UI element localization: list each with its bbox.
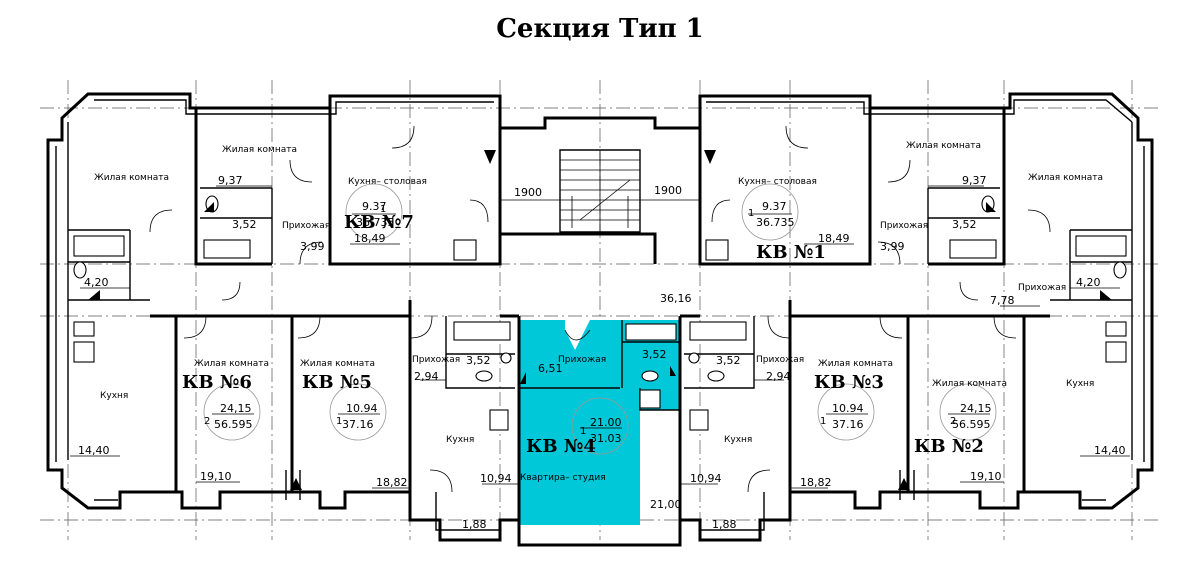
- apartment-label-kv1: КВ №1: [756, 242, 826, 263]
- room-label-living: Жилая комната: [94, 173, 169, 183]
- kv2-living-area: 24,15: [960, 402, 992, 415]
- kv4-main-size: 21,00: [650, 498, 682, 511]
- apartment-labels: КВ №7 КВ №1 КВ №6 КВ №5 КВ №4 КВ №3 КВ №…: [182, 212, 984, 457]
- room-area-numbers: 9,37 3,52 18,49 3,99 1900 1900 9,37 3,52…: [78, 174, 1126, 531]
- kv1-rooms-count: 1: [748, 208, 754, 219]
- apartment-label-kv6: КВ №6: [182, 372, 252, 393]
- room-label-kitchen: Кухня: [446, 435, 474, 445]
- kv6-balcony-size: 1,88: [462, 518, 487, 531]
- kv2-kitchen-size: 14,40: [1094, 444, 1126, 457]
- corridor-size: 36,16: [660, 292, 692, 305]
- kv7-kitchen-size: 18,49: [354, 232, 386, 245]
- room-label-kitchen-dining: Кухня– столовая: [738, 177, 817, 187]
- apartment-label-kv3: КВ №3: [814, 372, 884, 393]
- kv5-hall-size: 2,94: [414, 370, 439, 383]
- room-label-hall: Прихожая: [756, 355, 804, 365]
- kv2-balcony-size: 1,88: [712, 518, 737, 531]
- kv1-living-area: 9.37: [762, 200, 787, 213]
- kv1-total-area: 36.735: [756, 216, 795, 229]
- kv5-bath-size: 3,52: [466, 354, 491, 367]
- kv2-total-area: 56.595: [952, 418, 991, 431]
- kv7-bath-size: 3,52: [232, 218, 257, 231]
- room-label-hall: Прихожая: [412, 355, 460, 365]
- kv5-kitchen-size: 10,94: [480, 472, 512, 485]
- apartment-label-kv7: КВ №7: [344, 212, 414, 233]
- kv3-bath-size: 3,52: [716, 354, 741, 367]
- kv4-total-area: 31.03: [590, 432, 622, 445]
- kv7-total-area: 36.735: [356, 216, 395, 229]
- room-labels: Жилая комната Жилая комната Кухня– столо…: [94, 141, 1103, 483]
- kv4-rooms-count: 1: [580, 426, 586, 437]
- left-bath-size: 4,20: [84, 276, 109, 289]
- kv1-living-size: 9,37: [962, 174, 987, 187]
- kv7-living-size: 9,37: [218, 174, 243, 187]
- kv1-hall-size: 3,99: [880, 240, 905, 253]
- kv3-total-area: 37.16: [832, 418, 864, 431]
- kv6-living-area: 24,15: [220, 402, 252, 415]
- room-label-living: Жилая комната: [300, 359, 375, 369]
- room-label-living: Жилая комната: [818, 359, 893, 369]
- kv3-hall-size: 2,94: [766, 370, 791, 383]
- kv4-hall-size: 6,51: [538, 362, 563, 375]
- room-label-kitchen: Кухня: [724, 435, 752, 445]
- kv6-living-size: 19,10: [200, 470, 232, 483]
- kv1-kitchen-size: 18,49: [818, 232, 850, 245]
- room-label-living: Жилая комната: [906, 141, 981, 151]
- dimension-lines: [70, 185, 1130, 531]
- room-label-kitchen: Кухня: [1066, 379, 1094, 389]
- kv6-rooms-count: 2: [204, 416, 210, 427]
- kv5-living-area: 10.94: [346, 402, 378, 415]
- doors: [149, 125, 1051, 493]
- stair-right-dimension: 1900: [654, 184, 682, 197]
- kv4-highlight[interactable]: [519, 320, 680, 525]
- room-label-living: Жилая комната: [222, 145, 297, 155]
- kv6-kitchen-size: 14,40: [78, 444, 110, 457]
- kv3-living-size: 18,82: [800, 476, 832, 489]
- room-label-hall: Прихожая: [880, 221, 928, 231]
- kv5-living-size: 18,82: [376, 476, 408, 489]
- room-label-kitchen: Кухня: [100, 391, 128, 401]
- stair-left-dimension: 1900: [514, 186, 542, 199]
- kv4-living-area: 21.00: [590, 416, 622, 429]
- kv7-hall-size: 3,99: [300, 240, 325, 253]
- room-label-living: Жилая комната: [194, 359, 269, 369]
- right-bath-size: 4,20: [1076, 276, 1101, 289]
- outer-walls: [46, 92, 1154, 547]
- apartment-label-kv4: КВ №4: [526, 436, 596, 457]
- room-label-living: Жилая комната: [1028, 173, 1103, 183]
- kv6-total-area: 56.595: [214, 418, 253, 431]
- room-label-kitchen-dining: Кухня– столовая: [348, 177, 427, 187]
- plan-title: Секция Тип 1: [496, 14, 704, 44]
- room-label-living: Жилая комната: [932, 379, 1007, 389]
- room-label-hall: Прихожая: [1018, 283, 1066, 293]
- kv1-bath-size: 3,52: [952, 218, 977, 231]
- fixtures: [73, 150, 1127, 490]
- apartment-label-kv2: КВ №2: [914, 436, 984, 457]
- kv5-rooms-count: 1: [336, 416, 342, 427]
- area-circles: [203, 183, 997, 455]
- room-label-studio: Квартира– студия: [520, 473, 606, 483]
- apartment-label-kv5: КВ №5: [302, 372, 372, 393]
- kv7-rooms-count: 1: [380, 204, 386, 215]
- right-hall-size: 7,78: [990, 294, 1015, 307]
- kv3-rooms-count: 1: [820, 416, 826, 427]
- kv2-living-size: 19,10: [970, 470, 1002, 483]
- kv2-rooms-count: 2: [950, 416, 956, 427]
- room-label-hall: Прихожая: [558, 355, 606, 365]
- kv4-bath-size: 3,52: [642, 348, 667, 361]
- interior-walls: [68, 108, 1132, 545]
- kv7-living-area: 9.37: [362, 200, 387, 213]
- staircase: [560, 150, 640, 232]
- kv3-kitchen-size: 10,94: [690, 472, 722, 485]
- room-label-hall: Прихожая: [282, 221, 330, 231]
- kv3-living-area: 10.94: [832, 402, 864, 415]
- apartment-areas: 1 9.37 36.735 1 9.37 36.735 2 24,15 56.5…: [204, 200, 992, 445]
- kv5-total-area: 37.16: [342, 418, 374, 431]
